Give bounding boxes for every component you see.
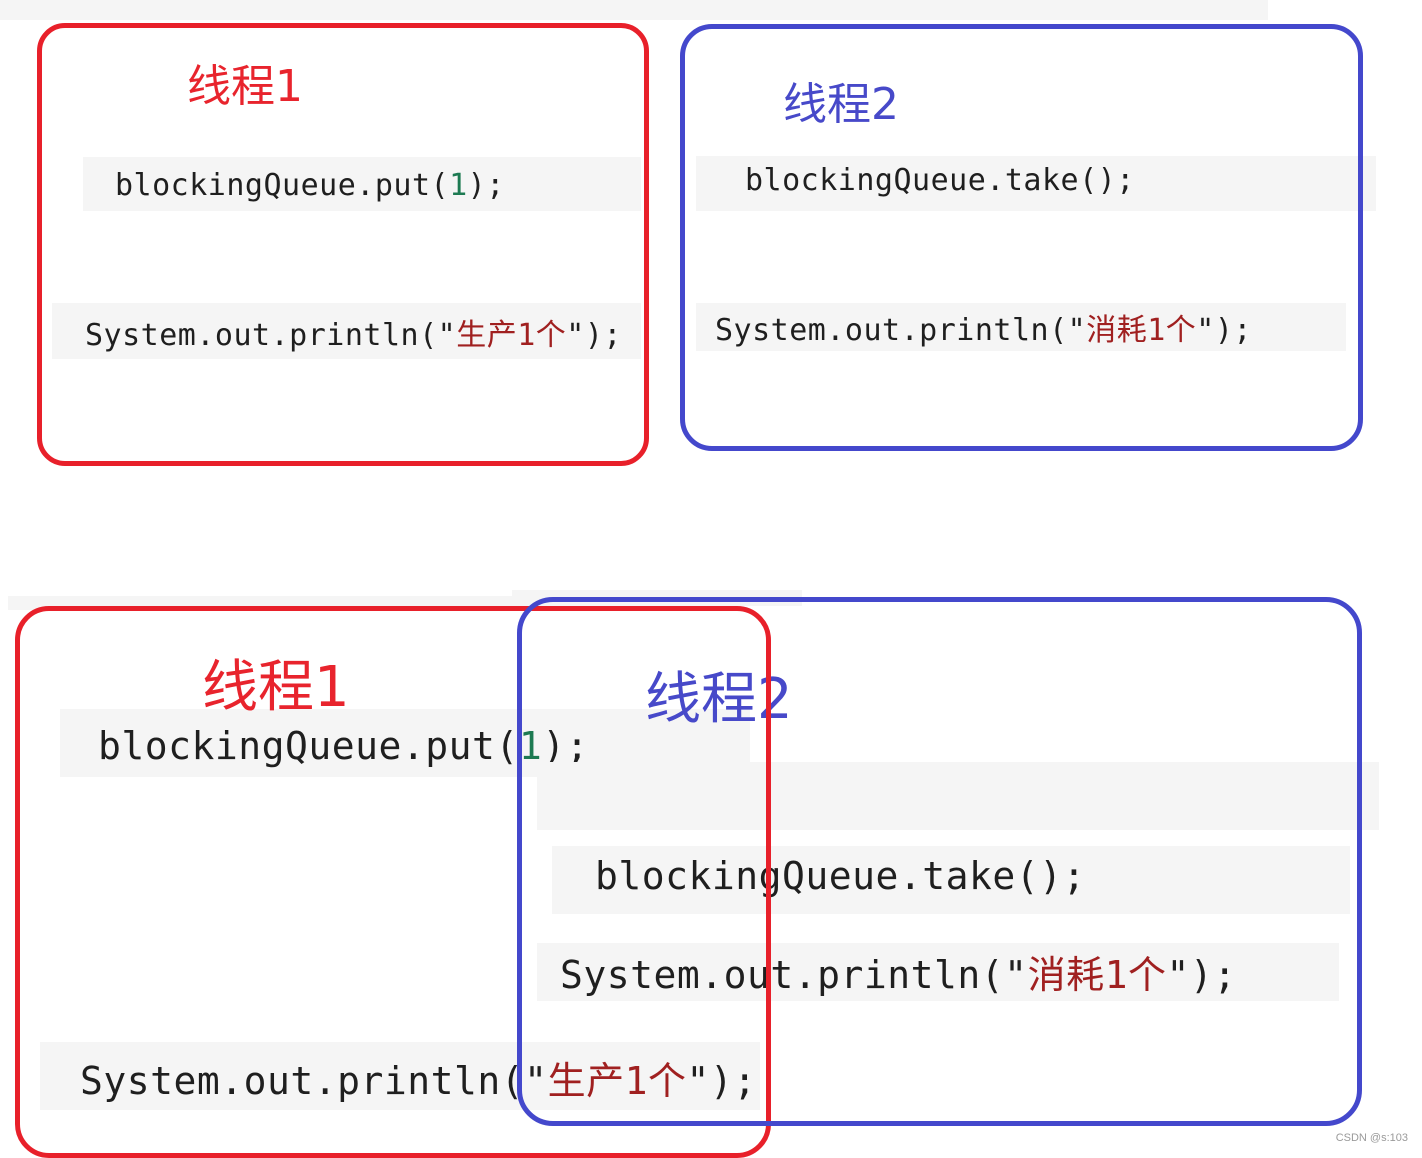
thread1-label: 线程1 — [202, 655, 350, 720]
code-strip — [537, 943, 1339, 1001]
take-statement: blockingQueue.take(); — [595, 854, 1086, 898]
thread2-box — [517, 597, 1362, 1126]
code-strip — [83, 157, 641, 211]
code-strip — [696, 156, 1376, 211]
put-argument: 1 — [449, 168, 468, 203]
put-statement: blockingQueue.put(1); — [115, 168, 505, 203]
code-text: blockingQueue.put( — [115, 168, 450, 203]
code-strip — [52, 303, 641, 359]
thread2-label: 线程2 — [783, 79, 899, 130]
thread2-box — [680, 24, 1363, 451]
csdn-watermark: CSDN @s:103 — [1335, 1132, 1408, 1144]
code-text: System.out.println(" — [715, 313, 1087, 348]
top-header-strip — [0, 0, 1268, 20]
code-text: System.out.println(" — [80, 1059, 548, 1103]
print-statement: System.out.println("生产1个"); — [80, 1050, 757, 1105]
code-strip — [537, 762, 1379, 830]
code-text: blockingQueue.put( — [98, 724, 519, 768]
thread1-label: 线程1 — [187, 61, 303, 112]
code-text: "); — [1196, 313, 1252, 348]
put-statement: blockingQueue.put(1); — [98, 724, 589, 768]
print-statement: System.out.println("消耗1个"); — [560, 944, 1237, 999]
print-message: 生产1个 — [456, 318, 567, 353]
code-text: System.out.println(" — [85, 318, 457, 353]
take-statement: blockingQueue.take(); — [745, 163, 1135, 198]
code-text: ); — [542, 724, 589, 768]
code-strip — [552, 846, 1350, 914]
put-argument: 1 — [518, 724, 543, 768]
code-text: System.out.println(" — [560, 953, 1028, 997]
print-statement: System.out.println("消耗1个"); — [715, 305, 1252, 349]
print-message: 消耗1个 — [1027, 953, 1167, 997]
thread1-box — [37, 23, 649, 466]
print-statement: System.out.println("生产1个"); — [85, 310, 622, 354]
print-message: 消耗1个 — [1086, 313, 1197, 348]
print-message: 生产1个 — [547, 1059, 687, 1103]
code-text: ); — [467, 168, 505, 203]
code-strip — [696, 303, 1346, 351]
code-strip — [40, 1042, 760, 1110]
code-text: "); — [686, 1059, 757, 1103]
code-text: "); — [566, 318, 622, 353]
code-text: "); — [1166, 953, 1237, 997]
